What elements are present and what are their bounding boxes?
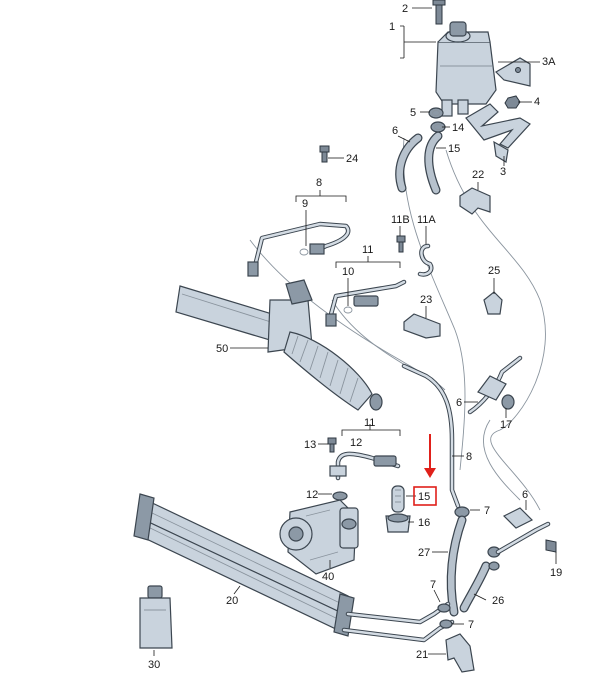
fluid-reservoir <box>435 21 497 117</box>
label-12-upper: 12 <box>350 437 362 449</box>
label-4: 4 <box>534 96 540 108</box>
bracket-21 <box>445 633 475 673</box>
nut-4 <box>504 95 521 109</box>
label-21: 21 <box>416 649 428 661</box>
highlight-box <box>413 486 437 506</box>
label-15-top: 15 <box>448 143 460 155</box>
label-14: 14 <box>452 122 464 134</box>
label-22: 22 <box>472 169 484 181</box>
bolt-11b <box>396 235 406 253</box>
label-8-top: 8 <box>316 177 322 189</box>
hose-6-upper <box>395 133 423 193</box>
label-7-lower: 7 <box>468 619 474 631</box>
label-12-lower: 12 <box>306 489 318 501</box>
label-3: 3 <box>500 166 506 178</box>
bracket-3a <box>495 57 531 87</box>
clamp-16 <box>385 513 411 533</box>
leader-lines <box>153 7 557 656</box>
label-1: 1 <box>389 21 395 33</box>
bolt-13 <box>327 437 337 453</box>
fluid-bottle-30 <box>139 585 173 649</box>
clip-23 <box>403 313 441 339</box>
label-25: 25 <box>488 265 500 277</box>
bolt-19 <box>545 539 557 553</box>
label-2: 2 <box>402 3 408 15</box>
hose-15-lower <box>391 485 405 513</box>
label-30: 30 <box>148 659 160 671</box>
label-40: 40 <box>322 571 334 583</box>
bolt-24 <box>319 145 330 163</box>
power-steering-pump-40 <box>279 499 359 575</box>
label-6-middle: 6 <box>456 397 462 409</box>
bracket-3 <box>465 103 531 163</box>
label-26: 26 <box>492 595 504 607</box>
label-6-top: 6 <box>392 125 398 137</box>
label-3a: 3A <box>542 56 556 68</box>
label-23: 23 <box>420 294 432 306</box>
hose-15-upper <box>424 131 443 195</box>
label-20: 20 <box>226 595 238 607</box>
clamp-5 <box>428 107 444 119</box>
label-11a: 11A <box>417 214 436 226</box>
label-5: 5 <box>410 107 416 119</box>
label-16: 16 <box>418 517 430 529</box>
clamp-17 <box>501 394 515 410</box>
label-15-highlighted: 15 <box>418 491 430 503</box>
o-ring-12 <box>332 491 348 501</box>
callout-labels: 2 1 3A 4 5 14 6 15 3 24 22 8 9 11B 11A 1… <box>148 3 562 671</box>
bolt-2 <box>432 0 446 25</box>
hose-26 <box>459 546 501 613</box>
hose-6-lower <box>495 507 551 555</box>
label-13: 13 <box>304 439 316 451</box>
label-11-lower: 11 <box>364 417 375 429</box>
oil-cooler-20 <box>133 493 355 637</box>
label-17: 17 <box>500 419 512 431</box>
pipe-11-upper <box>325 279 407 327</box>
label-27: 27 <box>418 547 430 559</box>
highlight-arrow <box>424 434 436 478</box>
label-7-top: 7 <box>484 505 490 517</box>
steering-rack-50 <box>175 279 383 411</box>
bracket-22 <box>459 187 491 215</box>
grouping-brackets <box>295 25 436 436</box>
label-6-lower: 6 <box>522 489 528 501</box>
label-11b: 11B <box>391 214 410 226</box>
cooler-return-pipes <box>341 601 455 643</box>
label-11-upper: 11 <box>362 244 373 256</box>
hose-27 <box>446 515 467 617</box>
label-8-lower: 8 <box>466 451 472 463</box>
pipe-8-long <box>401 363 461 509</box>
pipe-11-lower <box>329 451 401 481</box>
label-19: 19 <box>550 567 562 579</box>
label-50: 50 <box>216 343 228 355</box>
label-9: 9 <box>302 198 308 210</box>
routing-lines <box>249 137 546 511</box>
pipe-9 <box>247 221 351 277</box>
hose-hook-11a <box>417 243 434 277</box>
label-10: 10 <box>342 266 354 278</box>
label-7-middle: 7 <box>430 579 436 591</box>
label-24: 24 <box>346 153 358 165</box>
clip-25 <box>483 291 503 315</box>
hose-6-middle <box>467 355 523 415</box>
